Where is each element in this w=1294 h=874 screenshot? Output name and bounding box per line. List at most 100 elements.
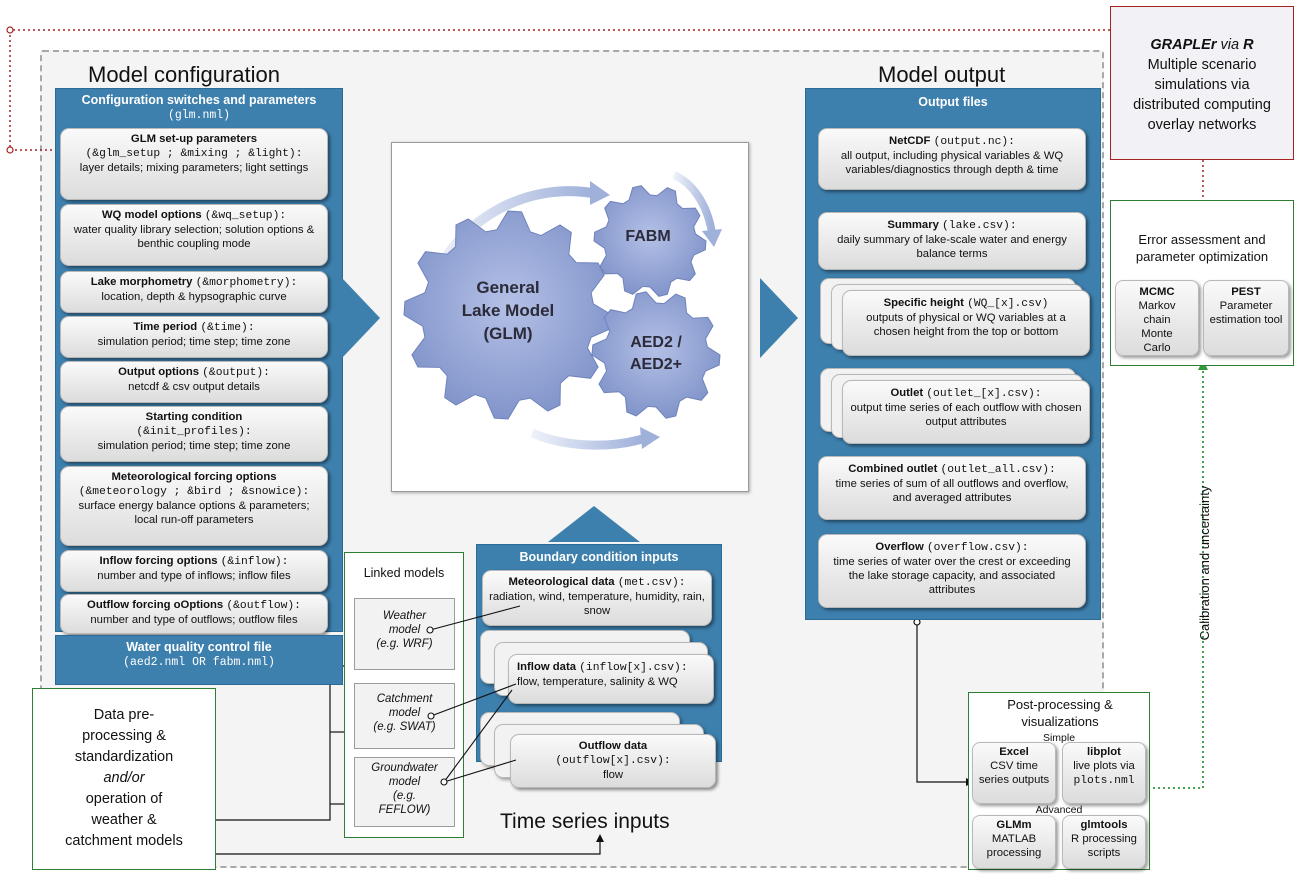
model-config-title: Model configuration	[88, 62, 281, 87]
boundary-panel-title: Boundary condition inputs	[519, 550, 679, 564]
preproc-andor: and/or	[103, 770, 145, 786]
linked-models-title: Linked models	[363, 566, 445, 580]
config-card-name: WQ model options	[101, 209, 202, 221]
cycle-arrow-right-head	[702, 229, 722, 247]
config-card-desc: water quality library selection; solutio…	[73, 224, 315, 250]
output-card-file: (outlet_[x].csv):	[926, 388, 1042, 400]
preproc-to-timeseries-line	[216, 840, 601, 855]
output-card-5: Overflow (overflow.csv):time series of w…	[818, 534, 1086, 608]
mcmc-name: MCMC	[1139, 286, 1175, 298]
output-card-2: Specific height (WQ_[x].csv)outputs of p…	[842, 290, 1090, 356]
cycle-arrow-top-head	[590, 181, 610, 205]
output-card-0: NetCDF (output.nc):all output, including…	[818, 128, 1086, 190]
gearAed-shape	[591, 291, 721, 419]
output-card-file: (outlet_all.csv):	[940, 464, 1056, 476]
config-card-name: GLM set-up parameters	[130, 133, 258, 145]
grapler-link-dot-top	[6, 26, 14, 34]
config-card-code: (&time):	[200, 322, 255, 334]
config-card-desc: number and type of outflows; outflow fil…	[90, 614, 298, 626]
groundwater-model-l3: (e.g.	[392, 790, 416, 802]
config-card-desc: layer details; mixing parameters; light …	[79, 162, 309, 174]
excel-desc: CSV time series outputs	[978, 760, 1050, 786]
postproc-title: Post-processing & visualizations	[1007, 697, 1113, 729]
groundwater-model-l2: model	[388, 776, 421, 788]
glmtools-desc: R processing scripts	[1071, 833, 1137, 859]
output-card-name: Combined outlet	[848, 463, 938, 475]
config-card-desc: surface energy balance options & paramet…	[78, 500, 310, 526]
weather-model-l1: Weather	[382, 610, 427, 622]
catchment-model-l1: Catchment	[376, 693, 433, 705]
grapler-title-via: via	[1220, 37, 1240, 53]
config-card-code: (&morphometry):	[195, 277, 298, 289]
config-card-desc: netcdf & csv output details	[128, 381, 260, 393]
output-card-file: (overflow.csv):	[926, 542, 1029, 554]
output-card-desc: time series of water over the crest or e…	[833, 556, 1071, 596]
config-card-code: (&meteorology ; &bird ; &snowice):	[78, 486, 310, 498]
grapler-title-r: R	[1243, 37, 1254, 53]
gearFabm-shape	[593, 185, 707, 297]
grapler-box: GRAPLEr via R Multiple scenario simulati…	[1110, 6, 1294, 160]
config-card-8: Outflow forcing oOptions (&outflow):numb…	[60, 594, 328, 634]
groundwater-model-l1: Groundwater	[371, 762, 438, 774]
preprocessing-text: Data pre- processing & standardization a…	[33, 705, 215, 852]
outflow-data-desc: flow	[602, 769, 624, 781]
cycle-arrow-bottom	[530, 428, 644, 450]
grapler-title-name: GRAPLEr	[1150, 37, 1217, 53]
catchment-model-l3: (e.g. SWAT)	[373, 721, 436, 733]
output-to-postproc-line	[916, 622, 966, 783]
preprocessing-box: Data pre- processing & standardization a…	[32, 688, 216, 870]
preproc-l2: processing &	[82, 728, 166, 744]
timeseries-caption: Time series inputs	[500, 810, 670, 833]
output-card-desc: daily summary of lake-scale water and en…	[837, 234, 1067, 260]
wq-control-panel: Water quality control file (aed2.nml OR …	[55, 635, 343, 685]
config-card-desc: number and type of inflows; inflow files	[97, 570, 291, 582]
catchment-model-l2: model	[388, 707, 421, 719]
grapler-title: GRAPLEr via R	[1111, 35, 1293, 55]
output-card-file: (lake.csv):	[942, 220, 1017, 232]
postproc-advanced-label: Advanced	[1035, 804, 1083, 816]
met-data-file: (met.csv):	[617, 577, 686, 589]
fabm-gear-icon	[593, 185, 707, 297]
config-card-desc: location, depth & hypsographic curve	[101, 291, 287, 303]
config-card-code: (&init_profiles):	[136, 426, 252, 438]
arrow-model-to-output	[760, 278, 798, 358]
pest-name: PEST	[1231, 286, 1261, 298]
config-card-7: Inflow forcing options (&inflow):number …	[60, 550, 328, 592]
libplot-name: libplot	[1087, 746, 1121, 758]
grapler-text: Multiple scenario simulations via distri…	[1133, 57, 1271, 133]
libplot-desc: live plots via	[1073, 760, 1135, 772]
config-card-desc: simulation period; time step; time zone	[97, 440, 291, 452]
glm-gear-icon	[403, 210, 613, 420]
wq-control-title: Water quality control file	[126, 640, 272, 654]
output-card-4: Combined outlet (outlet_all.csv):time se…	[818, 456, 1086, 520]
mcmc-card: MCMC Markov chain Monte Carlo	[1115, 280, 1199, 356]
config-card-name: Outflow forcing oOptions	[87, 599, 224, 611]
glmm-desc: MATLAB processing	[986, 833, 1042, 859]
fabm-gear-label: FABM	[625, 228, 670, 245]
preproc-l4: operation of	[85, 791, 163, 807]
timeseries-arrowhead	[596, 834, 604, 842]
calibration-label: Calibration and uncertainty	[1197, 485, 1212, 641]
postproc-simple-label: Simple	[1042, 732, 1076, 744]
model-output-title: Model output	[878, 62, 1006, 87]
cycle-arrow-right	[672, 171, 716, 234]
output-card-desc: outputs of physical or WQ variables at a…	[866, 312, 1066, 338]
error-assessment-title: Error assessment and parameter optimizat…	[1135, 232, 1269, 264]
config-card-name: Lake morphometry	[90, 276, 193, 288]
inflow-data-desc: flow, temperature, salinity & WQ	[517, 676, 678, 688]
config-card-code: (&inflow):	[220, 556, 289, 568]
gearMain-shape	[403, 210, 613, 420]
output-card-name: Specific height	[883, 297, 964, 309]
outflow-data-file: (outflow[x].csv):	[555, 755, 671, 767]
config-card-3: Time period (&time):simulation period; t…	[60, 316, 328, 358]
glmm-name: GLMm	[996, 819, 1032, 831]
outflow-data-card: Outflow data(outflow[x].csv):flow	[510, 734, 716, 788]
config-card-1: WQ model options (&wq_setup):water quali…	[60, 204, 328, 266]
config-card-0: GLM set-up parameters(&glm_setup ; &mixi…	[60, 128, 328, 200]
mcmc-desc: Markov chain Monte Carlo	[1138, 300, 1176, 354]
